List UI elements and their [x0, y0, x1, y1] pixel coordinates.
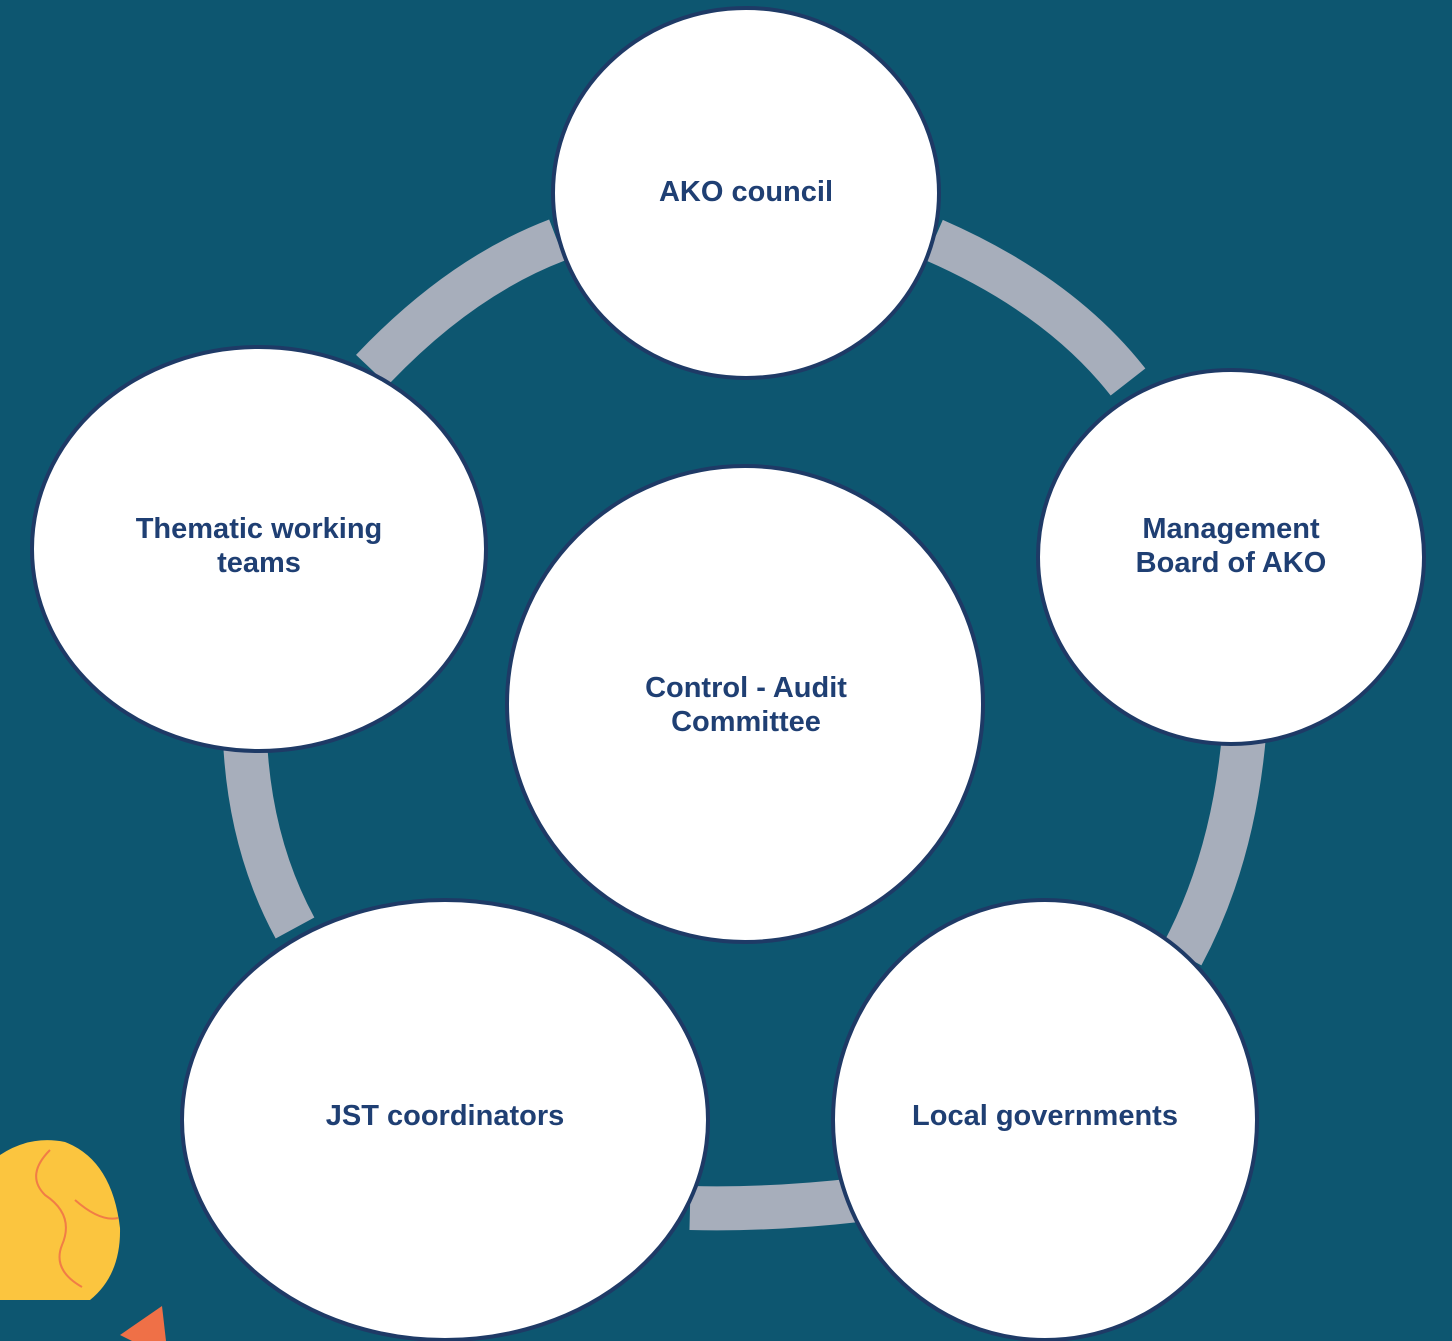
- node-label-jst-coordinators: JST coordinators: [325, 1100, 565, 1132]
- ring-arc-right-bottom: [1162, 733, 1266, 966]
- node-circle-left: [30, 345, 488, 753]
- ring-arc-left-bottom: [223, 738, 315, 939]
- node-label-management-board: Management Board of AKO: [1135, 513, 1327, 579]
- rocket-icon: [120, 1306, 166, 1341]
- node-circle-center: [505, 464, 985, 944]
- ring-arc-left-top: [356, 219, 565, 386]
- node-circle-right: [1036, 368, 1426, 746]
- node-circle-top: [551, 6, 941, 380]
- node-circle-bottom-left: [180, 898, 710, 1341]
- node-label-control-audit-committee: Control - Audit Committee: [645, 672, 847, 738]
- ring-arc-bottom: [689, 1178, 861, 1231]
- planet-icon: [0, 1140, 121, 1300]
- node-circle-bottom-right: [831, 898, 1259, 1341]
- node-label-ako-council: AKO council: [658, 176, 833, 208]
- node-label-thematic-working-teams: Thematic working teams: [135, 513, 383, 579]
- ring-arc-top-right: [925, 219, 1146, 396]
- node-label-local-governments: Local governments: [912, 1100, 1178, 1132]
